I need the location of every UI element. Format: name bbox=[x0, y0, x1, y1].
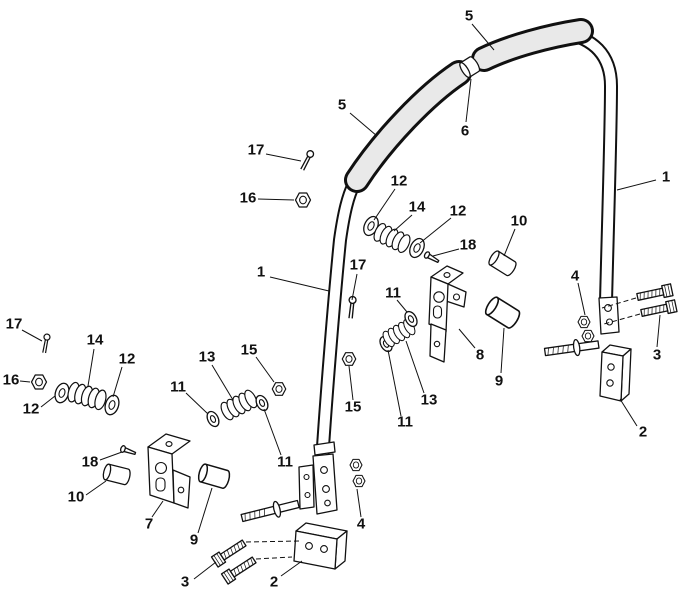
hex-bolt bbox=[220, 554, 259, 585]
hex-nut bbox=[352, 474, 366, 488]
leader-lines bbox=[19, 23, 661, 580]
callout-label: 13 bbox=[421, 392, 438, 409]
lock-nut bbox=[30, 374, 48, 390]
callout-label: 7 bbox=[145, 516, 153, 533]
spring-assembly-right bbox=[341, 295, 421, 366]
spring bbox=[65, 380, 109, 412]
lock-nut bbox=[294, 192, 312, 208]
callout-label: 15 bbox=[241, 342, 258, 359]
latch-bracket-right bbox=[428, 265, 467, 363]
tube-end-bracket bbox=[312, 453, 338, 515]
lock-nut bbox=[341, 352, 357, 366]
pivot-bolt bbox=[240, 499, 300, 523]
mount-assembly-right bbox=[543, 283, 678, 402]
grip-collar bbox=[459, 56, 481, 79]
hex-bolt bbox=[635, 283, 674, 304]
cotter-pin bbox=[299, 148, 316, 173]
pivot-screw bbox=[119, 444, 138, 458]
callout-label: 17 bbox=[248, 142, 265, 159]
callout-label: 15 bbox=[345, 399, 362, 416]
callout-label: 16 bbox=[240, 190, 257, 207]
callout-label: 3 bbox=[653, 347, 661, 364]
callout-label: 13 bbox=[199, 349, 216, 366]
spring-assembly-center bbox=[204, 382, 287, 430]
callout-label: 12 bbox=[450, 203, 467, 220]
callout-label: 2 bbox=[639, 424, 647, 441]
hex-nut bbox=[577, 315, 591, 329]
callout-label: 11 bbox=[397, 414, 413, 431]
callout-label: 2 bbox=[270, 574, 278, 589]
callout-label: 12 bbox=[391, 173, 408, 190]
tube-end-bracket bbox=[598, 296, 620, 335]
spring bbox=[218, 387, 260, 423]
washer bbox=[253, 392, 271, 414]
washer bbox=[204, 408, 222, 430]
callout-label: 5 bbox=[465, 8, 473, 25]
roll-bar-frame bbox=[313, 18, 619, 463]
spacer-bushing bbox=[486, 248, 519, 278]
hex-nut bbox=[349, 458, 363, 472]
spacer-bushing bbox=[482, 294, 523, 331]
spacer-bushing bbox=[196, 462, 232, 490]
lock-nut bbox=[271, 382, 287, 396]
callout-label: 18 bbox=[82, 454, 99, 471]
hex-nut bbox=[581, 329, 595, 343]
mount-plate bbox=[293, 522, 348, 570]
mount-assembly-bottom bbox=[210, 453, 366, 585]
hex-bolt bbox=[210, 537, 249, 568]
callout-label: 1 bbox=[662, 169, 670, 186]
callout-label: 12 bbox=[119, 351, 136, 368]
callout-label: 4 bbox=[571, 268, 580, 285]
callout-label: 11 bbox=[170, 379, 186, 396]
spring bbox=[371, 221, 413, 255]
callout-label: 4 bbox=[357, 516, 366, 533]
latch-bracket-left bbox=[147, 433, 191, 509]
callout-label: 17 bbox=[6, 316, 23, 333]
callout-label: 12 bbox=[23, 401, 40, 418]
cotter-pin bbox=[41, 333, 51, 354]
callout-label: 3 bbox=[181, 574, 189, 589]
callout-label: 9 bbox=[190, 532, 198, 549]
callout-label: 17 bbox=[350, 257, 367, 274]
mount-plate bbox=[599, 344, 632, 402]
tube-clamp-band bbox=[313, 441, 336, 456]
callouts: 5 5 6 1 17 16 12 14 12 18 10 1 17 11 8 4… bbox=[3, 8, 671, 589]
callout-label: 14 bbox=[87, 332, 104, 349]
callout-label: 10 bbox=[68, 489, 85, 506]
callout-label: 9 bbox=[495, 373, 503, 390]
hex-bolt bbox=[639, 299, 678, 320]
pivot-screw bbox=[422, 250, 441, 266]
callout-label: 14 bbox=[409, 199, 426, 216]
callout-label: 1 bbox=[257, 264, 265, 281]
callout-label: 18 bbox=[460, 237, 477, 254]
callout-label: 11 bbox=[385, 285, 401, 302]
callout-label: 8 bbox=[476, 347, 484, 364]
spacer-bushing bbox=[101, 462, 133, 487]
pivot-bolt bbox=[543, 338, 600, 357]
callout-label: 11 bbox=[277, 454, 293, 471]
callout-label: 10 bbox=[511, 213, 528, 230]
callout-label: 5 bbox=[338, 97, 346, 114]
callout-label: 6 bbox=[461, 123, 469, 140]
mount-ear-plate bbox=[298, 464, 315, 510]
callout-label: 16 bbox=[3, 372, 20, 389]
